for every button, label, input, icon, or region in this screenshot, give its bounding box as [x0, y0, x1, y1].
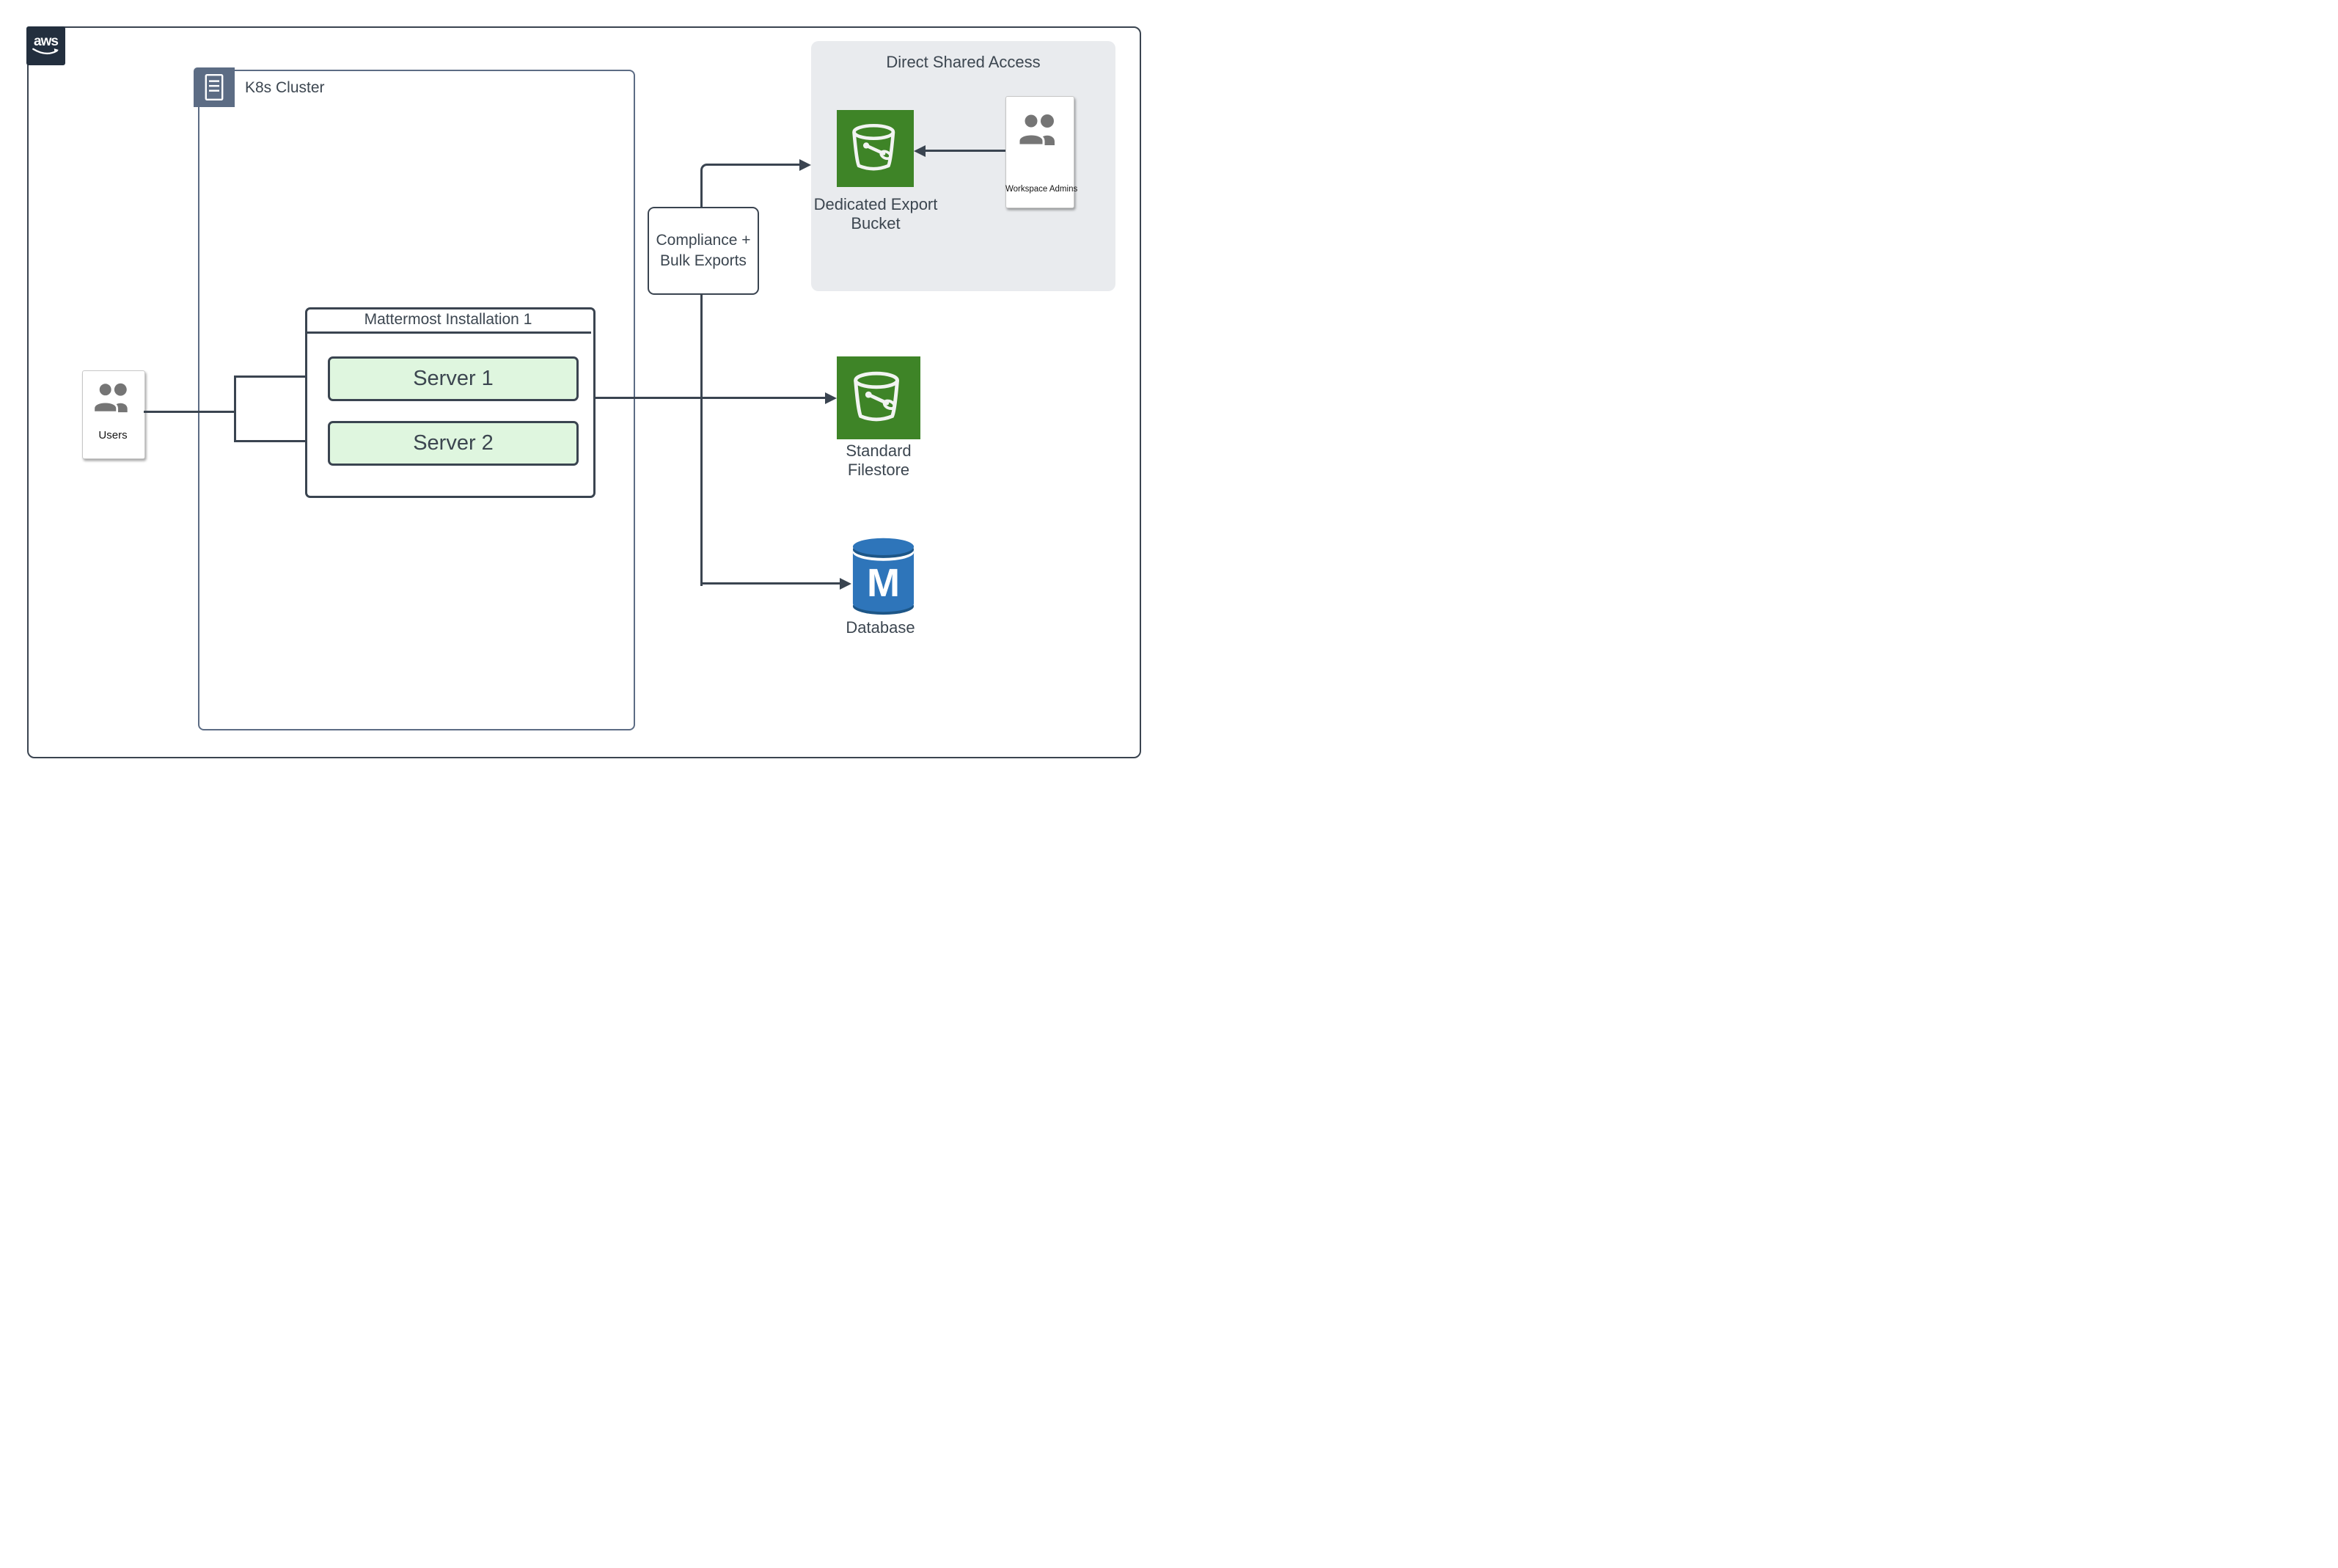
mattermost-installation-title: Mattermost Installation 1 — [305, 307, 591, 334]
main-flow-line — [591, 397, 827, 399]
aws-logo-text: aws — [34, 33, 59, 49]
k8s-cluster-container — [198, 70, 635, 730]
k8s-cluster-badge — [194, 67, 235, 107]
standard-filestore-tile — [837, 356, 920, 439]
database-label: Database — [846, 618, 915, 637]
direct-shared-access-title: Direct Shared Access — [886, 53, 1041, 71]
s3-bucket-icon — [851, 123, 895, 170]
branch-line-server-1 — [234, 375, 316, 378]
people-icon — [91, 381, 135, 417]
dedicated-export-bucket-label: Dedicated Export Bucket — [813, 195, 938, 233]
arrowhead-filestore — [825, 392, 837, 404]
people-icon — [1016, 111, 1063, 150]
workspace-admins-card — [1005, 96, 1074, 208]
users-label: Users — [98, 429, 128, 442]
workspace-admins-label: Workspace Admins — [1005, 185, 1078, 194]
standard-filestore-label: Standard Filestore — [846, 442, 912, 480]
compliance-bulk-exports-box: Compliance + Bulk Exports — [648, 207, 759, 295]
admins-to-bucket-line — [926, 150, 1005, 152]
dedicated-export-bucket-tile — [837, 110, 914, 187]
database-monogram: M — [867, 561, 900, 605]
s3-bucket-icon — [854, 371, 899, 421]
arrowhead-dedicated-bucket — [799, 158, 811, 171]
k8s-cluster-label: K8s Cluster — [245, 79, 325, 96]
database-branch-line — [700, 582, 841, 585]
server-1-node: Server 1 — [328, 356, 579, 401]
users-card — [82, 370, 145, 459]
server-2-node: Server 2 — [328, 421, 579, 466]
users-connector-line — [144, 411, 235, 413]
arrowhead-database — [840, 577, 851, 590]
branch-line-server-2 — [234, 440, 316, 442]
diagram-canvas: aws K8s Cluster Users — [0, 0, 1169, 784]
aws-logo: aws — [26, 26, 65, 65]
diagram-outer-border — [27, 26, 1141, 758]
export-trunk-line — [700, 164, 803, 586]
aws-smile-icon — [32, 48, 59, 54]
arrowhead-admins-to-bucket — [914, 144, 926, 157]
fork-vertical-line — [234, 375, 236, 442]
mattermost-installation-box — [305, 307, 596, 498]
database-cylinder-icon: M — [851, 535, 915, 621]
server-rack-icon — [205, 73, 224, 101]
